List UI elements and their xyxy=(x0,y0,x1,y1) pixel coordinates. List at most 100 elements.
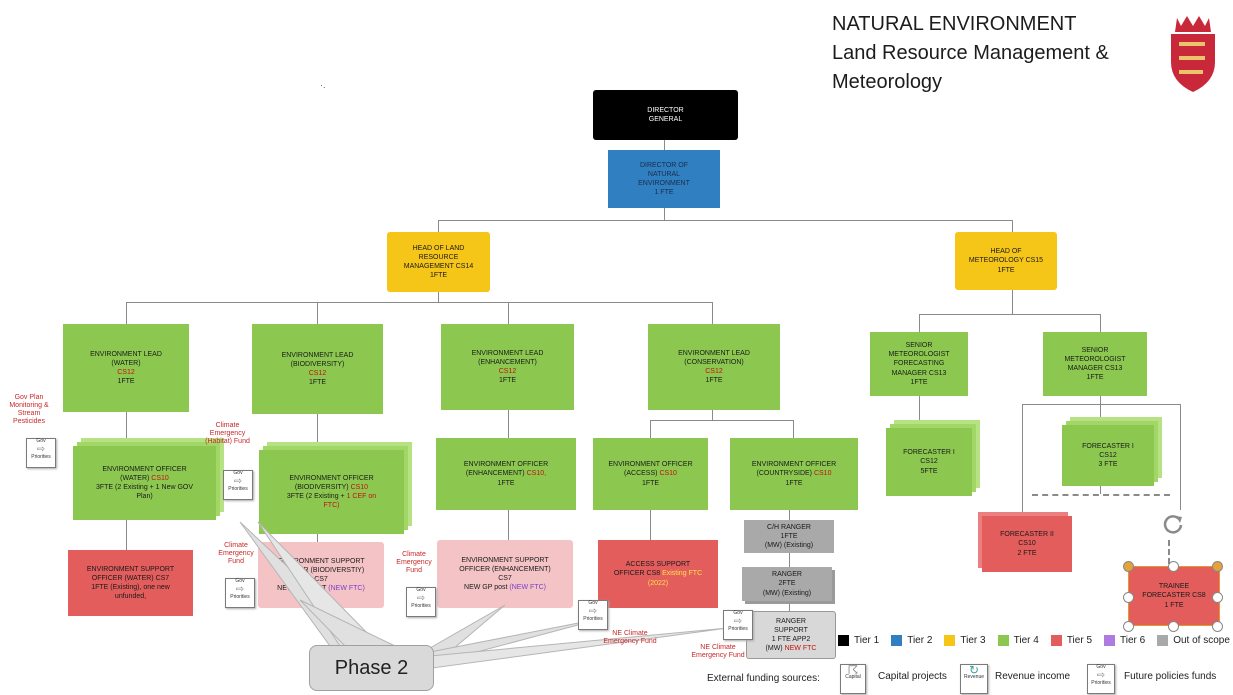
box-text: Plan) xyxy=(136,493,153,501)
box-text: FORECASTER CS8 xyxy=(1142,592,1206,600)
note-gov-plan: Gov Plan Monitoring & Stream Pesticides xyxy=(9,394,49,426)
ch-ranger-box: C/H RANGER 1FTE (MW) (Existing) xyxy=(744,520,834,553)
connector xyxy=(650,510,651,540)
connector xyxy=(664,208,665,220)
env-lead-conservation-box: ENVIRONMENT LEAD (CONSERVATION) CS12 1FT… xyxy=(648,324,780,410)
legend-label: Tier 2 xyxy=(907,635,933,646)
box-text: FORECASTING xyxy=(893,360,945,368)
resize-handle[interactable] xyxy=(1168,621,1179,632)
box-text: (MW) (Existing) xyxy=(762,589,812,597)
capital-projects-label: Capital projects xyxy=(878,671,947,682)
gov-priorities-icon: Gov⇨Priorities xyxy=(26,438,56,468)
icon-text: Revenue xyxy=(963,674,984,680)
box-text: 3FTE (2 Existing + 1 New GOV xyxy=(95,484,194,491)
connector xyxy=(650,420,651,438)
box-text: (MW) (Existing) xyxy=(764,542,814,550)
box-text: CS12 xyxy=(920,458,938,466)
connector xyxy=(438,220,1012,221)
icon-text: Gov xyxy=(733,610,743,616)
gov-priorities-icon: Gov⇨Priorities xyxy=(723,610,753,640)
resize-handle[interactable] xyxy=(1168,561,1179,572)
gov-priorities-icon: Gov⇨Priorities xyxy=(578,600,608,630)
legend-label: Out of scope xyxy=(1173,635,1230,646)
connector xyxy=(1100,314,1101,332)
senior-meteorologist-forecasting-box: SENIOR METEOROLOGIST FORECASTING MANAGER… xyxy=(870,332,968,396)
resize-handle[interactable] xyxy=(1123,561,1134,572)
grade-text: CS10 xyxy=(659,470,677,478)
revenue-income-icon: ↻Revenue xyxy=(960,664,988,694)
connector xyxy=(317,414,318,442)
box-text: SENIOR xyxy=(905,342,933,350)
resize-handle[interactable] xyxy=(1123,592,1134,603)
connector xyxy=(438,292,439,302)
ranger-support-box: RANGER SUPPORT 1 FTE APP2 (MW) NEW FTC xyxy=(746,611,836,659)
legend-swatch xyxy=(997,635,1009,646)
legend-label: Tier 3 xyxy=(960,635,986,646)
box-text: (WATER) xyxy=(111,359,141,367)
icon-text: Gov xyxy=(588,600,598,606)
box-text: MANAGER CS13 xyxy=(1067,365,1123,372)
box-text: ENVIRONMENT SUPPORT xyxy=(277,557,365,565)
title-line-1: NATURAL ENVIRONMENT xyxy=(832,13,1077,35)
connector xyxy=(789,601,790,611)
box-text: (MW) xyxy=(765,645,785,653)
legend-item: Tier 1 xyxy=(838,635,879,646)
icon-text: Priorities xyxy=(728,625,748,632)
box-text: ENVIRONMENT SUPPORT xyxy=(461,556,549,564)
connector xyxy=(793,420,794,438)
box-text: ENVIRONMENT LEAD xyxy=(90,350,162,358)
icon-text: Priorities xyxy=(411,602,431,609)
legend-label: Tier 1 xyxy=(854,635,880,646)
box-text: ENVIRONMENT OFFICER xyxy=(751,461,837,469)
connector xyxy=(508,302,509,324)
box-text: unfunded, xyxy=(114,593,147,601)
resize-handle[interactable] xyxy=(1212,621,1223,632)
new-post-text: 1 CEF on xyxy=(346,493,377,500)
box-text: ENVIRONMENT SUPPORT xyxy=(86,565,175,573)
box-text: OFFICER (BIODIVERSTIY) xyxy=(277,566,365,574)
grade-text: CS10, xyxy=(526,470,547,478)
box-text: CS10 xyxy=(1018,540,1036,548)
env-officer-enhancement-box: ENVIRONMENT OFFICER (ENHANCEMENT) CS10, … xyxy=(436,438,576,510)
box-text: ACCESS SUPPORT xyxy=(625,561,691,569)
box-text: ENVIRONMENT OFFICER xyxy=(463,461,549,469)
box-text: SUPPORT xyxy=(774,626,808,634)
resize-handle[interactable] xyxy=(1123,621,1134,632)
connector xyxy=(1100,486,1101,494)
box-text: ENVIRONMENT LEAD xyxy=(281,351,354,359)
resize-handle[interactable] xyxy=(1212,561,1223,572)
connector xyxy=(508,510,509,540)
connector xyxy=(126,302,127,324)
box-text: 1FTE xyxy=(429,272,448,280)
env-lead-water-box: ENVIRONMENT LEAD (WATER) CS12 1FTE xyxy=(63,324,189,412)
box-text: OFFICER CS8 xyxy=(613,570,663,578)
icon-text: Gov xyxy=(416,587,426,593)
icon-text: Gov xyxy=(233,470,243,476)
env-officer-countryside-box: ENVIRONMENT OFFICER (COUNTRYSIDE) CS10 1… xyxy=(730,438,858,510)
box-text: RANGER xyxy=(772,571,802,579)
legend-swatch xyxy=(1104,635,1116,646)
icon-text: Priorities xyxy=(31,453,51,460)
box-text: 1 FTE APP2 xyxy=(771,636,811,643)
icon-text: Gov xyxy=(235,578,245,584)
box-text: METEOROLOGIST xyxy=(1064,355,1126,363)
box-text: FORECASTER I xyxy=(903,449,955,457)
icon-text: Gov xyxy=(36,438,46,444)
existing-ftc-text: Existing FTC xyxy=(662,570,703,578)
box-text: 1FTE xyxy=(705,377,723,385)
box-text: NATURAL xyxy=(647,170,681,178)
box-text: CS7 xyxy=(314,576,328,583)
forecaster-i-5fte-box: FORECASTER I CS12 5FTE xyxy=(886,428,972,496)
resize-handle[interactable] xyxy=(1212,592,1223,603)
dashed-connector xyxy=(1032,494,1170,496)
connector xyxy=(508,410,509,438)
legend-item: Tier 3 xyxy=(944,635,986,646)
gov-priorities-icon: Gov⇨Priorities xyxy=(406,587,436,617)
rotate-handle-icon[interactable] xyxy=(1160,512,1186,538)
box-text: OFFICER (ENHANCEMENT) xyxy=(459,565,551,573)
ranger-box: RANGER 2FTE (MW) (Existing) xyxy=(742,567,832,601)
head-land-resource-box: HEAD OF LAND RESOURCE MANAGEMENT CS14 1F… xyxy=(387,232,490,292)
dashed-connector xyxy=(1168,540,1170,564)
box-text: 1FTE xyxy=(997,266,1015,274)
